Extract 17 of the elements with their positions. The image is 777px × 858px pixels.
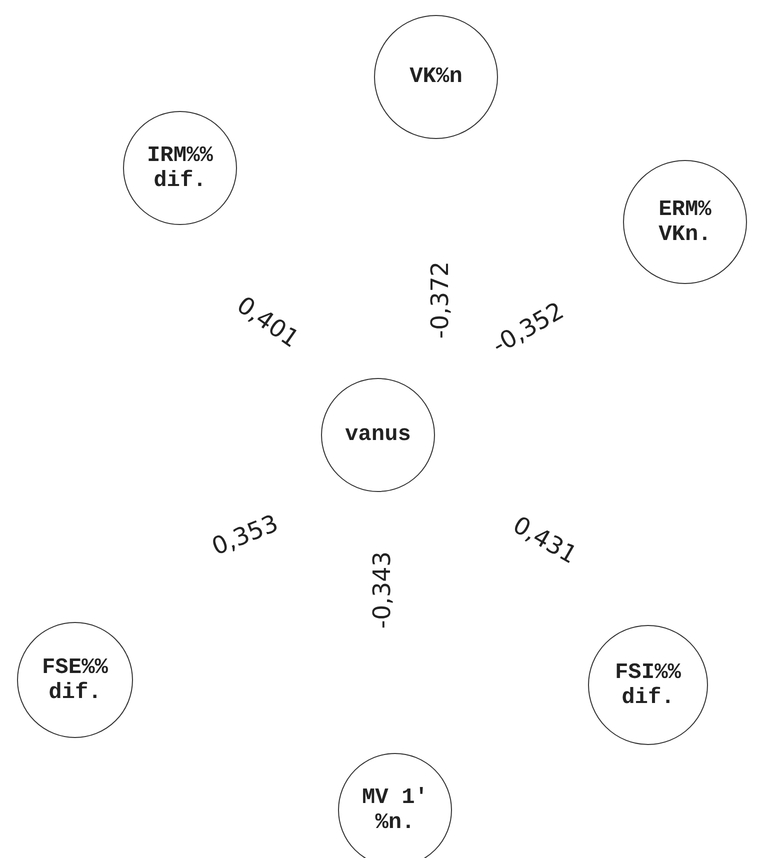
node-circle [17, 622, 133, 738]
correlation-value: -0,372 [426, 261, 454, 339]
node-circle [588, 625, 708, 745]
node-circle [321, 378, 435, 492]
node-circle [338, 753, 452, 858]
node-label: ERM% VKn. [658, 196, 712, 248]
node-label: IRM%% dif. [146, 142, 214, 194]
node-circle [374, 15, 498, 139]
node-label: FSE%% dif. [40, 654, 109, 706]
correlation-value: -0,343 [368, 551, 396, 629]
node-label: MV 1' %n. [360, 784, 429, 836]
correlation-value: 0,353 [208, 509, 282, 561]
node-circle [623, 160, 747, 284]
node-label: FSI%% dif. [614, 660, 682, 710]
node-label: vanus [344, 422, 411, 448]
node-label: VK%n [410, 64, 462, 90]
node-circle [123, 111, 237, 225]
